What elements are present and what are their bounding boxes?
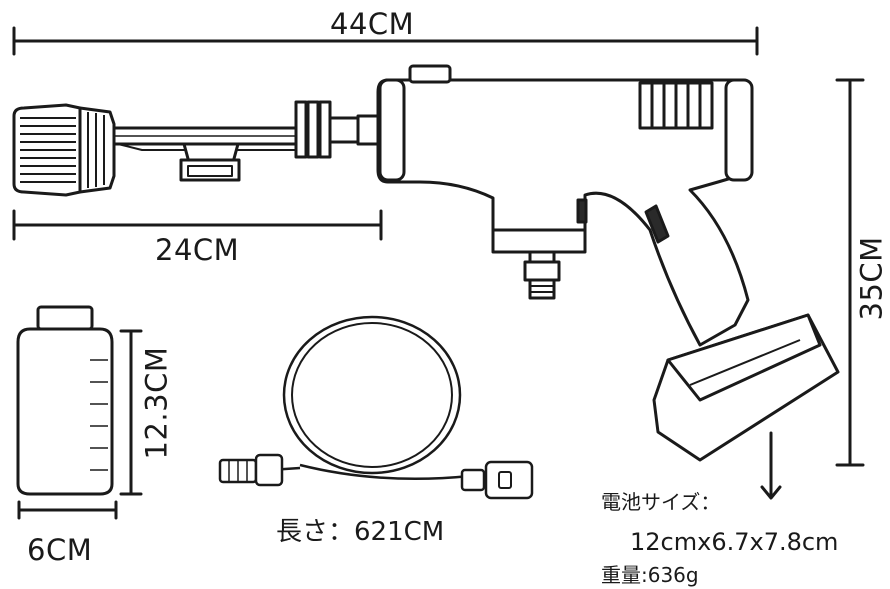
battery-size-value: 12cmx6.7x7.8cm (630, 528, 839, 556)
overall-length-label: 44CM (330, 7, 415, 41)
spray-gun-illustration (12, 64, 840, 462)
battery-weight-label: 重量:636g (601, 563, 699, 587)
nozzle-length-label: 24CM (155, 233, 240, 267)
nozzle-head (12, 103, 116, 197)
overall-length-dimension-line (12, 26, 759, 56)
battery-size-label: 電池サイズ： (601, 490, 721, 514)
height-label: 35CM (854, 236, 889, 321)
battery-arrow-icon (760, 431, 782, 500)
bottle-height-dimension-line (119, 329, 143, 496)
bottle-width-label: 6CM (27, 533, 93, 567)
height-dimension-line (835, 78, 865, 467)
nozzle-length-dimension-line (12, 209, 383, 241)
lance-coupling (294, 100, 382, 159)
water-inlet-fitting (523, 250, 561, 300)
detergent-bottle-illustration (16, 305, 114, 496)
battery-pack (652, 313, 840, 462)
hose-illustration (218, 315, 534, 500)
lance-clip (179, 142, 241, 182)
hose-end-connector-left (218, 453, 284, 487)
bottle-height-label: 12.3CM (139, 346, 174, 460)
vent-grille (638, 81, 714, 130)
hose-end-connector-right (460, 460, 534, 500)
hose-length-label: 長さ：621CM (276, 517, 445, 547)
gun-body (376, 64, 754, 347)
bottle-width-dimension-line (17, 500, 118, 520)
